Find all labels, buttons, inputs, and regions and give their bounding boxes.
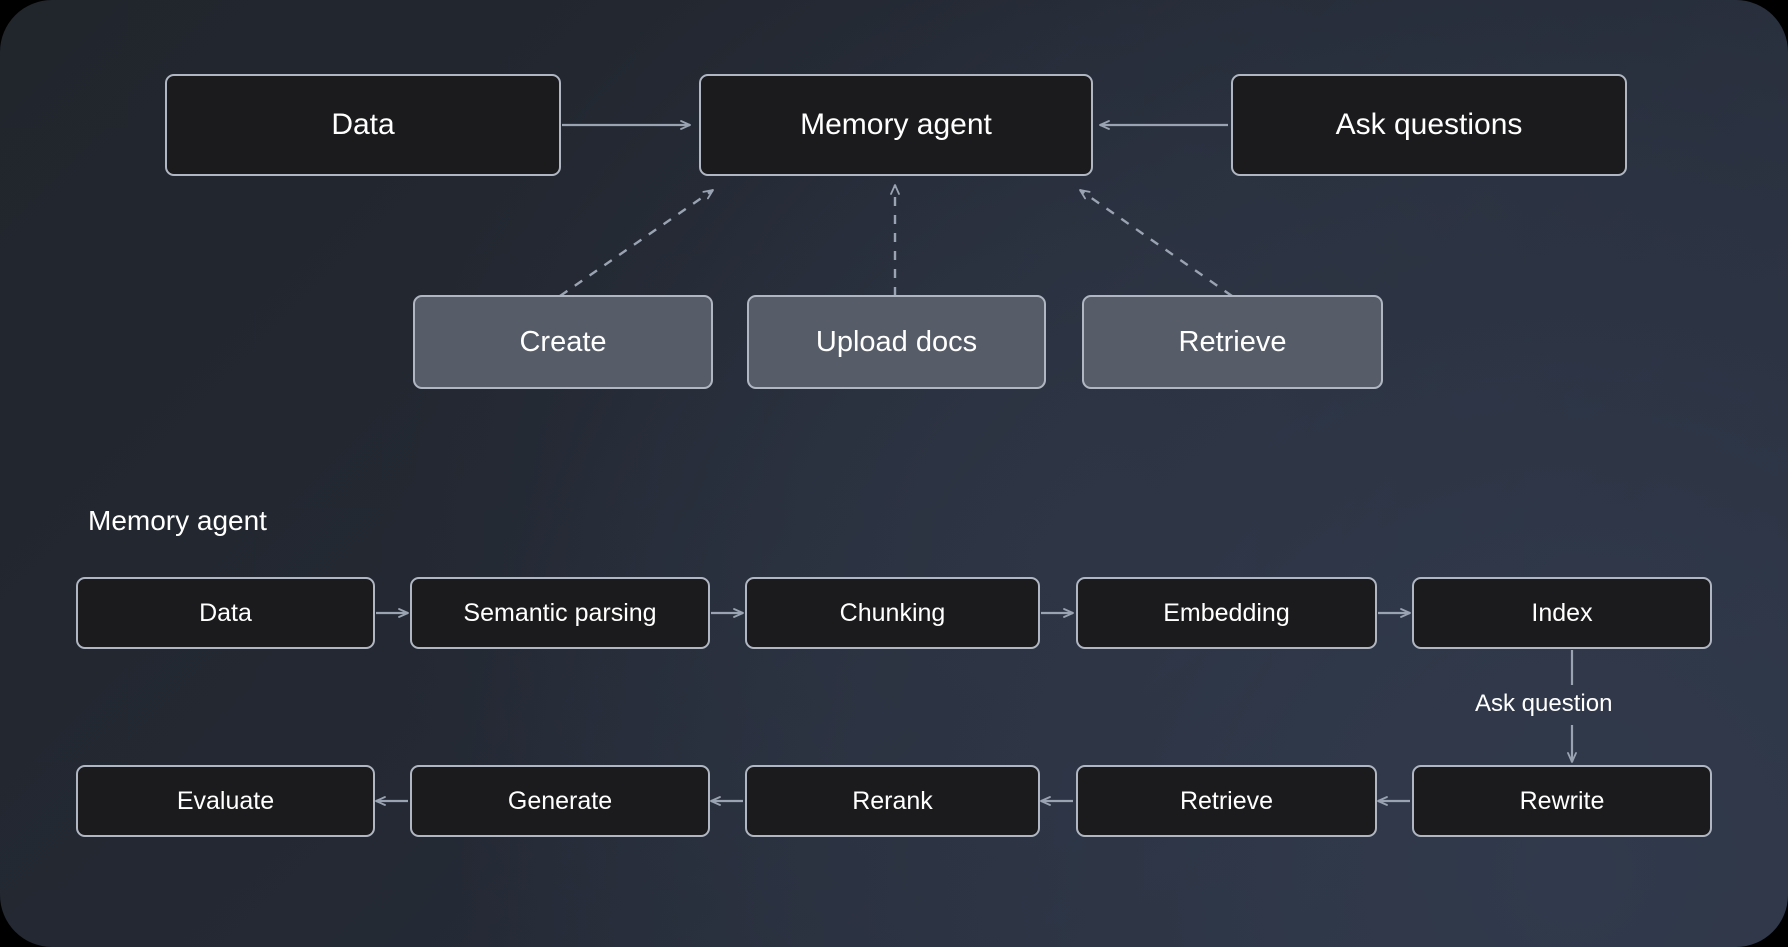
node-ingest-chunking[interactable]: Chunking: [745, 577, 1040, 649]
node-label: Upload docs: [815, 325, 978, 358]
edge-label-ask-question: Ask question: [1475, 690, 1613, 717]
node-label: Embedding: [1163, 598, 1290, 627]
node-label: Memory agent: [800, 108, 992, 141]
node-ingest-index[interactable]: Index: [1412, 577, 1712, 649]
node-label: Retrieve: [1179, 786, 1274, 815]
node-query-generate[interactable]: Generate: [410, 765, 710, 837]
node-upload-docs[interactable]: Upload docs: [747, 295, 1046, 389]
node-query-evaluate[interactable]: Evaluate: [76, 765, 375, 837]
node-label: Generate: [507, 786, 613, 815]
node-label: Data: [199, 598, 252, 627]
node-label: Data: [331, 108, 395, 141]
connector-create-to-memory-agent: [559, 189, 714, 297]
node-query-rerank[interactable]: Rerank: [745, 765, 1040, 837]
node-label: Chunking: [839, 598, 946, 627]
node-label: Rewrite: [1519, 786, 1605, 815]
node-data-top[interactable]: Data: [165, 74, 561, 176]
node-ingest-semantic-parsing[interactable]: Semantic parsing: [410, 577, 710, 649]
node-retrieve-capability[interactable]: Retrieve: [1082, 295, 1383, 389]
node-create[interactable]: Create: [413, 295, 713, 389]
node-label: Index: [1531, 598, 1593, 627]
node-label: Rerank: [852, 786, 933, 815]
section-title-memory-agent: Memory agent: [88, 505, 267, 536]
node-memory-agent[interactable]: Memory agent: [699, 74, 1093, 176]
node-query-retrieve[interactable]: Retrieve: [1076, 765, 1377, 837]
node-label: Retrieve: [1178, 325, 1287, 358]
node-label: Ask questions: [1335, 108, 1523, 141]
node-query-rewrite[interactable]: Rewrite: [1412, 765, 1712, 837]
node-label: Evaluate: [176, 786, 275, 815]
node-ingest-embedding[interactable]: Embedding: [1076, 577, 1377, 649]
node-ask-questions[interactable]: Ask questions: [1231, 74, 1627, 176]
node-label: Semantic parsing: [463, 598, 657, 627]
node-label: Create: [519, 325, 607, 358]
connector-retrieve-to-memory-agent: [1079, 189, 1233, 297]
node-ingest-data[interactable]: Data: [76, 577, 375, 649]
